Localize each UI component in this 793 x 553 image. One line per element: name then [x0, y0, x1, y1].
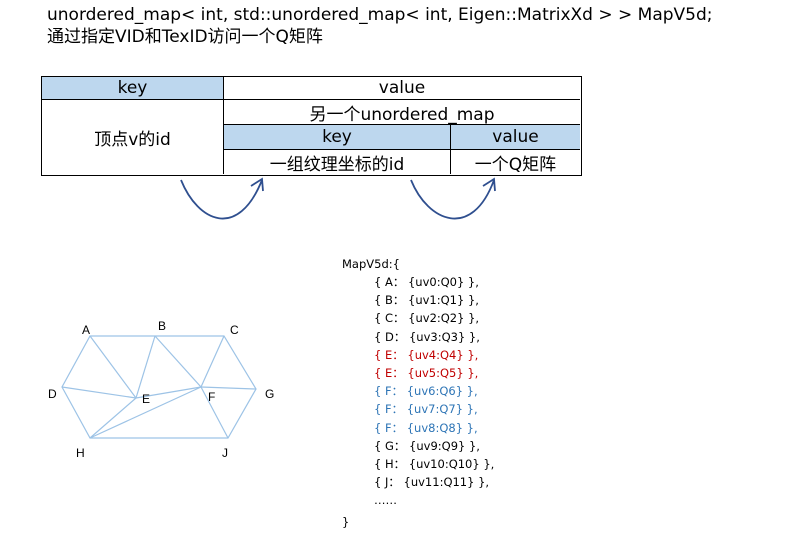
edge-H-F [89, 386, 202, 439]
code-open: MapV5d:{ [342, 257, 400, 271]
vertex-label-E: E [142, 392, 150, 406]
code-line-highlight-e: { E： {uv4:Q4} }, [374, 347, 479, 362]
key-to-value-arrow-1 [180, 179, 263, 220]
inner-key-cell: 一组纹理坐标的id [224, 150, 451, 175]
map-structure-table: key value 顶点v的id 另一个unordered_map key va… [41, 76, 582, 176]
vertex-label-B: B [158, 319, 166, 333]
code-line-highlight-e: { E： {uv5:Q5} }, [374, 366, 479, 381]
inner-map-label: 另一个unordered_map [224, 100, 580, 125]
vertex-label-J: J [222, 446, 228, 460]
edge-D-E [61, 386, 137, 399]
inner-value-header: value [451, 125, 580, 150]
edge-G-F [200, 386, 257, 390]
code-line: { H： {uv10:Q10} }, [374, 457, 495, 472]
edge-B-F [154, 335, 202, 388]
code-line: { D： {uv3:Q3} }, [374, 329, 480, 344]
code-lines: { A： {uv0:Q0} }, { B： {uv1:Q1} }, { C： {… [374, 273, 494, 510]
code-line: { C： {uv2:Q2} }, [374, 311, 480, 326]
edge-C-F [200, 335, 225, 388]
code-line-highlight-f: { F： {uv8:Q8} }, [374, 420, 478, 435]
edge-B-E [135, 335, 156, 399]
description-line: 通过指定VID和TexID访问一个Q矩阵 [47, 27, 323, 47]
edge-J-F [200, 386, 229, 439]
inner-key-header: key [224, 125, 451, 150]
code-close: } [342, 515, 350, 529]
mesh-edges [61, 335, 257, 439]
value-header: value [224, 77, 580, 100]
outer-key-cell: 顶点v的id [42, 100, 224, 174]
arrowhead-2 [482, 177, 496, 192]
vertex-label-A: A [82, 323, 90, 337]
mesh-outline [61, 335, 257, 439]
edge-E-F [135, 386, 202, 399]
code-line-highlight-f: { F： {uv7:Q7} }, [374, 402, 478, 417]
vertex-label-C: C [230, 323, 239, 337]
code-line: { B： {uv1:Q1} }, [374, 293, 479, 308]
vertex-label-F: F [208, 390, 215, 404]
arrowhead-1 [250, 177, 264, 192]
vertex-label-G: G [265, 387, 274, 401]
code-line-highlight-f: { F： {uv6:Q6} }, [374, 384, 478, 399]
vertex-label-D: D [48, 387, 57, 401]
edge-A-E [89, 335, 137, 399]
declaration-line: unordered_map< int, std::unordered_map< … [47, 5, 713, 25]
code-line: { G： {uv9:Q9} }, [374, 438, 480, 453]
key-to-value-arrow-2 [410, 179, 495, 220]
inner-value-cell: 一个Q矩阵 [474, 154, 557, 175]
vertex-label-H: H [76, 446, 85, 460]
key-header: key [42, 77, 224, 100]
code-line: { J： {uv11:Q11} }, [374, 475, 490, 490]
edge-H-E [89, 397, 137, 439]
code-line: { A： {uv0:Q0} }, [374, 275, 479, 289]
code-ellipsis: …… [374, 493, 397, 508]
